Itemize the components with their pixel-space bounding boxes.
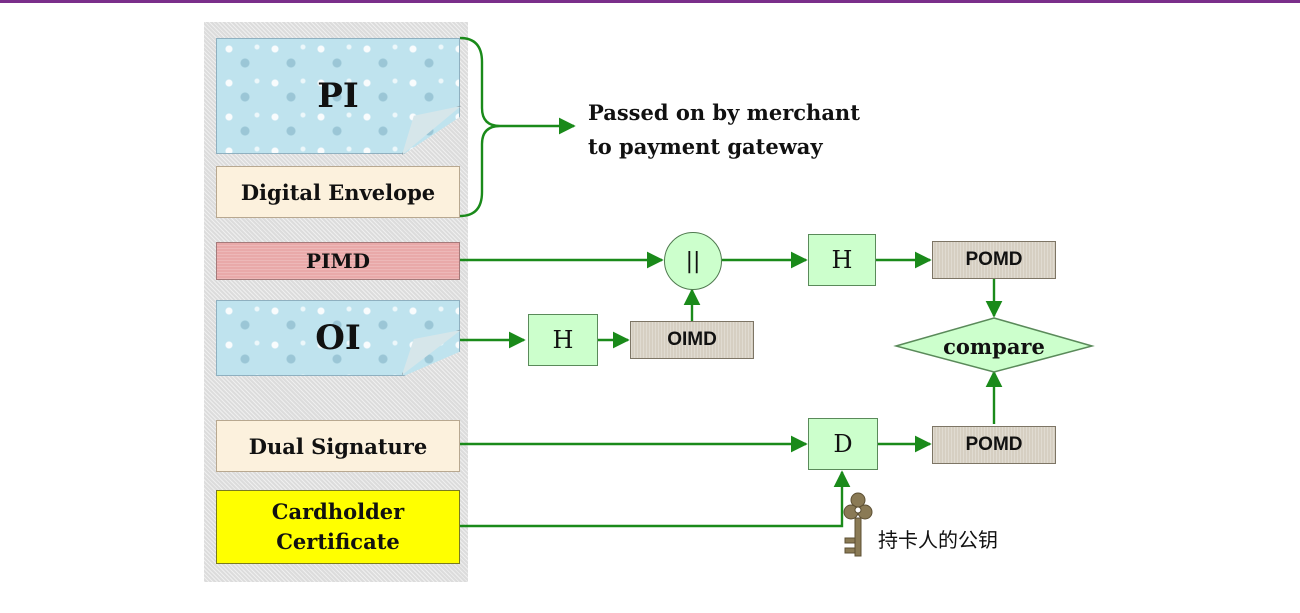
cardholder-label-line1: Cardholder — [271, 499, 405, 524]
decrypt-box: D — [808, 418, 878, 470]
pomd-bottom-label: POMD — [965, 434, 1023, 455]
pimd-box: PIMD — [216, 242, 460, 280]
hash-oi-label: H — [552, 326, 574, 354]
decrypt-label: D — [833, 430, 853, 458]
hash-top-box: H — [808, 234, 876, 286]
cardholder-public-key-label: 持卡人的公钥 — [878, 528, 998, 552]
pomd-bottom-box: POMD — [932, 426, 1056, 464]
oimd-box: OIMD — [630, 321, 754, 359]
compare-label: compare — [943, 333, 1045, 359]
oi-box: OI — [216, 300, 460, 376]
digital-envelope-box: Digital Envelope — [216, 166, 460, 218]
pi-label: PI — [317, 76, 359, 116]
pimd-label: PIMD — [306, 249, 370, 273]
pi-box: PI — [216, 38, 460, 154]
oi-label: OI — [315, 318, 361, 358]
compare-diamond — [893, 317, 1095, 373]
gateway-note: Passed on by merchant to payment gateway — [588, 96, 860, 164]
cardholder-label-line2: Certificate — [276, 529, 400, 554]
dual-signature-label: Dual Signature — [248, 433, 428, 459]
gateway-note-line1: Passed on by merchant — [588, 100, 860, 125]
dual-signature-box: Dual Signature — [216, 420, 460, 472]
cardholder-certificate-box: Cardholder Certificate — [216, 490, 460, 564]
hash-oi-box: H — [528, 314, 598, 366]
pomd-top-label: POMD — [965, 249, 1023, 270]
hash-top-label: H — [831, 246, 853, 274]
top-accent-line — [0, 0, 1300, 3]
brace — [459, 36, 501, 218]
digital-envelope-label: Digital Envelope — [240, 179, 436, 205]
key-icon — [843, 492, 873, 557]
cert-to-decrypt — [460, 470, 851, 528]
pomd-top-box: POMD — [932, 241, 1056, 279]
concat-label: || — [685, 248, 701, 274]
compare-label-wrap: compare — [920, 330, 1068, 362]
gateway-note-line2: to payment gateway — [588, 134, 823, 159]
concat-node: || — [664, 232, 722, 290]
oimd-label: OIMD — [667, 329, 717, 350]
